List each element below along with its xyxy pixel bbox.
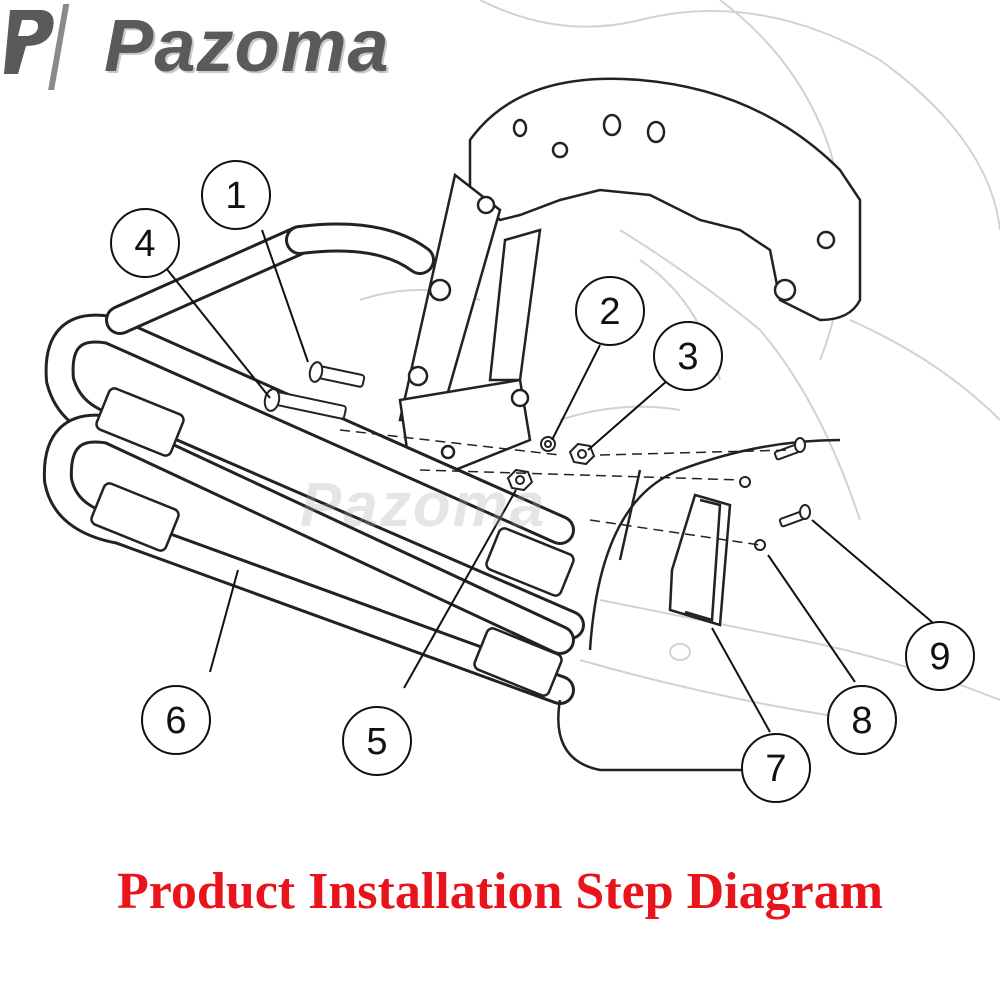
guard-bars — [42, 222, 585, 705]
callout-9: 9 — [905, 621, 975, 691]
callout-circle — [905, 621, 975, 691]
leader-lines — [165, 229, 933, 733]
fasteners — [263, 361, 811, 551]
callout-circle — [342, 706, 412, 776]
callout-number: 9 — [929, 636, 950, 678]
callout-number: 4 — [134, 223, 155, 265]
brand-logo: Pazoma — [0, 0, 500, 100]
callout-number: 6 — [165, 700, 186, 742]
callout-number: 1 — [225, 175, 246, 217]
callout-circle — [110, 208, 180, 278]
callout-circle — [141, 685, 211, 755]
callout-2: 2 — [575, 276, 645, 346]
callout-number: 8 — [851, 700, 872, 742]
callout-1: 1 — [201, 160, 271, 230]
callout-number: 7 — [765, 748, 786, 790]
callout-5: 5 — [342, 706, 412, 776]
callout-number: 5 — [366, 721, 387, 763]
callout-circle — [827, 685, 897, 755]
callout-circle — [201, 160, 271, 230]
frame-rail — [557, 438, 841, 772]
assembly-guides — [339, 429, 791, 546]
callout-8: 8 — [827, 685, 897, 755]
callout-number: 2 — [599, 291, 620, 333]
callout-circle — [653, 321, 723, 391]
page-caption: Product Installation Step Diagram — [116, 863, 884, 920]
cover-plate — [668, 493, 732, 627]
watermark: Pazoma — [300, 471, 547, 540]
callout-circle — [575, 276, 645, 346]
callout-6: 6 — [141, 685, 211, 755]
bar-clamps — [90, 387, 575, 697]
mounting-bracket — [398, 77, 862, 482]
callout-3: 3 — [653, 321, 723, 391]
callout-7: 7 — [741, 733, 811, 803]
callout-circle — [741, 733, 811, 803]
brand-name: Pazoma — [104, 4, 390, 87]
callout-group: 1 2 3 4 5 6 7 8 9 — [110, 160, 975, 803]
callout-4: 4 — [110, 208, 180, 278]
callout-number: 3 — [677, 336, 698, 378]
brand-mark-icon — [4, 4, 70, 90]
